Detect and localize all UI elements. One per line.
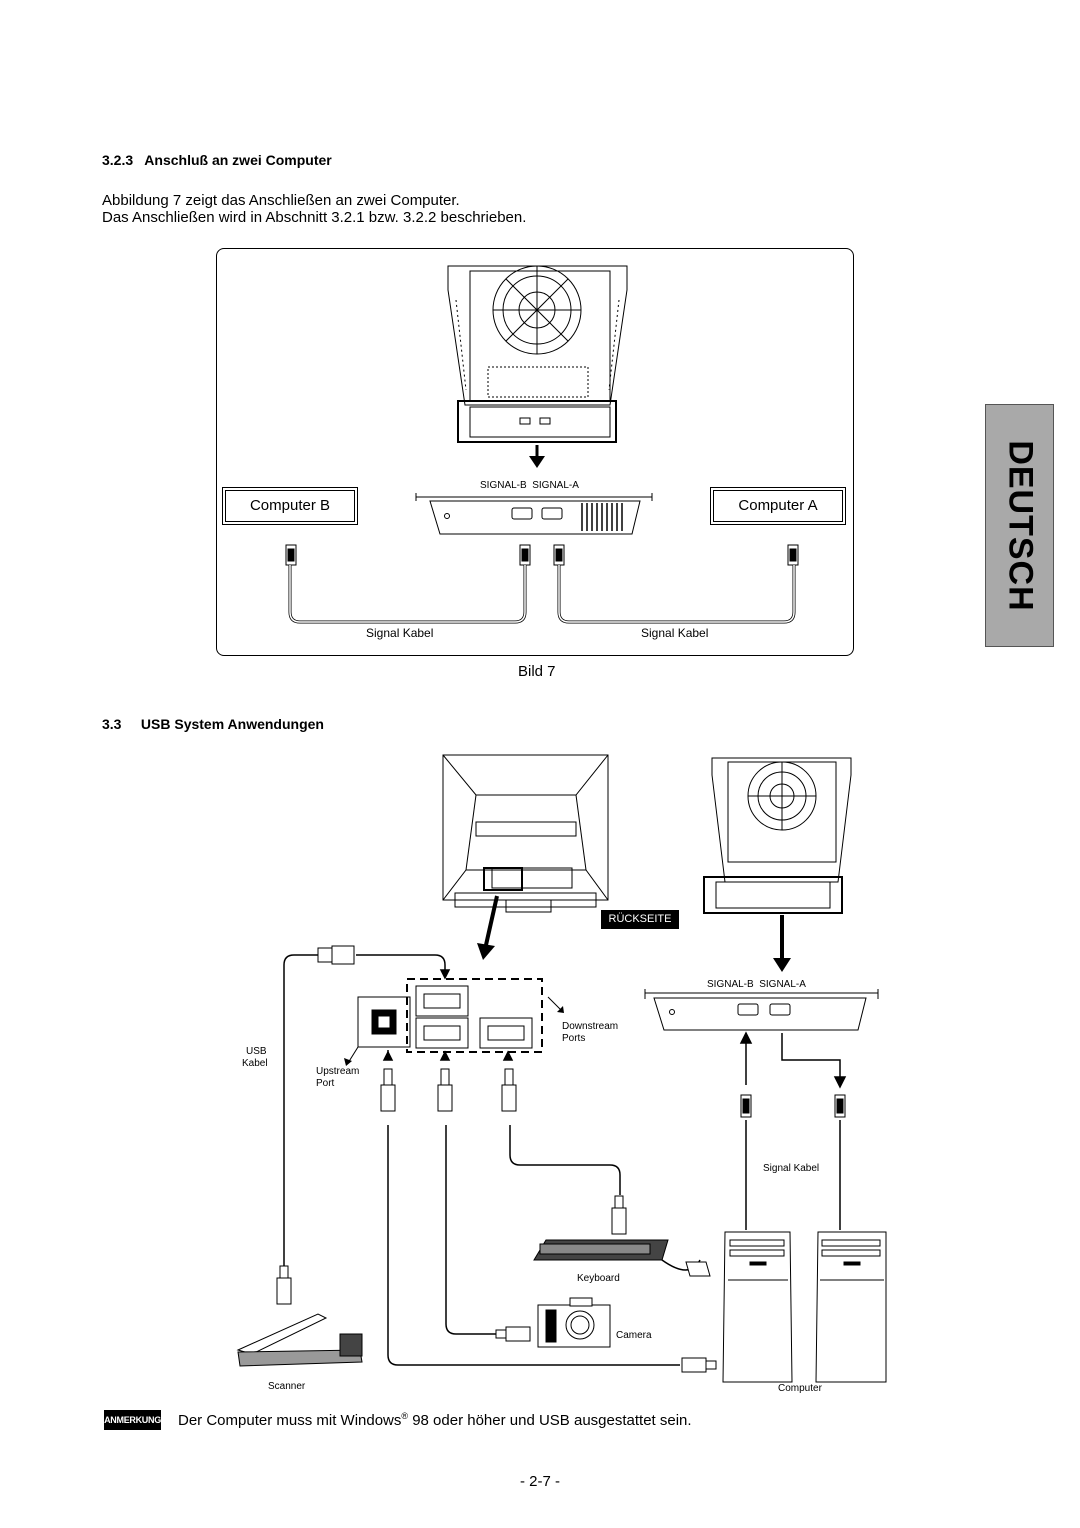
scanner-label: Scanner [268, 1381, 306, 1392]
section-33-heading: 3.3 USB System Anwendungen [102, 716, 324, 732]
note-badge: ANMERKUNG [104, 1410, 161, 1430]
connector-panel-icon [415, 493, 653, 535]
monitor-rear-icon [711, 757, 852, 883]
monitor-rear-icon [447, 265, 628, 406]
keyboard-label: Keyboard [577, 1273, 620, 1284]
downstream-label: Downstream [562, 1021, 619, 1032]
usb-plug-icon [611, 1195, 627, 1235]
computer-b-box: Computer B [222, 487, 358, 525]
usb-plug-icon [317, 945, 355, 965]
note-text: Der Computer muss mit Windows® 98 oder h… [178, 1411, 692, 1429]
crt-monitor-back-icon [442, 754, 609, 913]
language-tab: DEUTSCH [985, 404, 1054, 647]
section-323-line2: Das Anschließen wird in Abschnitt 3.2.1 … [102, 209, 527, 226]
kabel-label: Kabel [242, 1058, 268, 1069]
computer-tower-icon [815, 1231, 887, 1383]
computer-b-label: Computer B [225, 490, 355, 522]
vga-plug-icon [553, 544, 565, 566]
vga-plug-icon [285, 544, 297, 566]
connector-panel-icon [644, 989, 879, 1031]
ports-label: Ports [562, 1033, 586, 1044]
highlight-box [457, 400, 617, 443]
note-text-after: 98 oder höher und USB ausgestattet sein. [408, 1412, 692, 1429]
vga-plug-icon [787, 544, 799, 566]
note-text-before: Der Computer muss mit Windows [178, 1412, 402, 1429]
arrow-down-icon [773, 958, 791, 972]
computer-a-box: Computer A [710, 487, 846, 525]
rueckseite-label: RÜCKSEITE [601, 910, 679, 929]
usb-plug-icon [495, 1326, 531, 1342]
signal-kabel-left: Signal Kabel [366, 626, 434, 640]
arrow-down-icon [477, 943, 495, 960]
usb-hub-ports-icon [357, 985, 533, 1049]
usb-plug-icon [501, 1068, 517, 1112]
signal-ab-label: SIGNAL-B SIGNAL-A [480, 480, 579, 491]
section-323-line1: Abbildung 7 zeigt das Anschließen an zwe… [102, 192, 460, 209]
figure-7-frame [216, 248, 854, 656]
vga-plug-icon [740, 1094, 752, 1118]
page-number: - 2-7 - [520, 1473, 561, 1490]
section-323-heading: 3.2.3 Anschluß an zwei Computer [102, 152, 332, 168]
keyboard-icon [533, 1239, 711, 1277]
vga-plug-icon [834, 1094, 846, 1118]
camera-icon [537, 1297, 611, 1348]
usb-label: USB [246, 1046, 267, 1057]
signal-kabel-right: Signal Kabel [641, 626, 709, 640]
computer-tower-icon [722, 1231, 793, 1383]
usb-plug-icon [437, 1068, 453, 1112]
usb-plug-icon [380, 1068, 396, 1112]
usb-plug-icon [276, 1265, 292, 1305]
usb-plug-icon [681, 1357, 717, 1373]
arrow-down-icon [529, 456, 545, 468]
registered-mark: ® [401, 1411, 409, 1421]
vga-plug-icon [519, 544, 531, 566]
scanner-icon [236, 1313, 363, 1367]
signal-ab-label: SIGNAL-B SIGNAL-A [707, 979, 806, 990]
figure-caption: Bild 7 [518, 663, 556, 680]
computer-label: Computer [778, 1383, 822, 1394]
signal-kabel-label: Signal Kabel [763, 1163, 820, 1174]
upstream-label: Upstream [316, 1066, 360, 1077]
computer-a-label: Computer A [713, 490, 843, 522]
port-label: Port [316, 1078, 335, 1089]
camera-label: Camera [616, 1330, 652, 1341]
